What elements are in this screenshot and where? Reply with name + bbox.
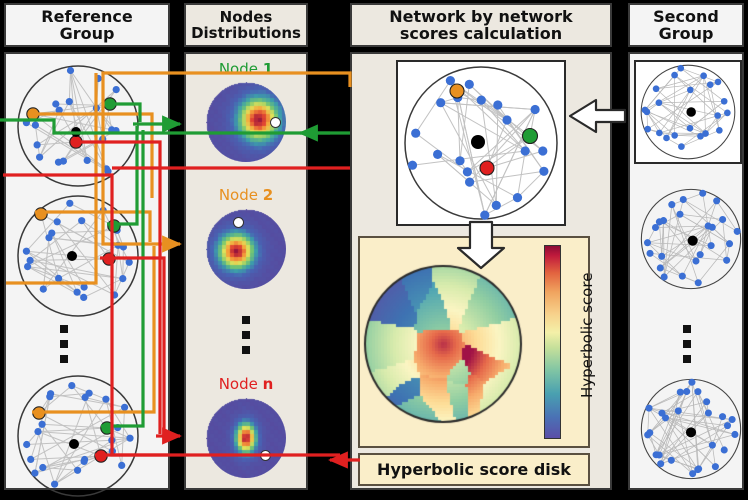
- node-1-label-prefix: Node: [219, 60, 258, 78]
- node-n-label: Node n: [184, 375, 308, 393]
- header-network-scores-line2: scores calculation: [389, 25, 572, 42]
- node-n-distribution: [206, 398, 286, 478]
- header-nodes-distributions-line2: Distributions: [191, 25, 301, 41]
- header-reference-group-line1: Reference: [41, 8, 132, 25]
- header-reference-group-line2: Group: [41, 25, 132, 42]
- node-n-label-index: n: [263, 375, 274, 393]
- second-network-2: [636, 186, 746, 292]
- ellipsis-dot: [60, 325, 68, 333]
- hyperbolic-disk-caption: Hyperbolic score disk: [358, 453, 590, 486]
- node-2-distribution: [206, 209, 286, 289]
- hyperbolic-colorbar-label: Hyperbolic score: [578, 273, 596, 398]
- ellipsis-dot: [683, 325, 691, 333]
- reference-network-2: [8, 192, 148, 320]
- header-nodes-distributions-line1: Nodes: [191, 9, 301, 25]
- ellipsis-dot: [242, 331, 250, 339]
- header-network-scores-line1: Network by network: [389, 8, 572, 25]
- node-1-label: Node 1: [184, 60, 308, 78]
- node-2-label: Node 2: [184, 186, 308, 204]
- ellipsis-dot: [60, 340, 68, 348]
- second-network-n: [636, 376, 746, 482]
- ellipsis-dot: [242, 346, 250, 354]
- second-group-ellipsis: [683, 325, 691, 363]
- node-n-label-prefix: Node: [219, 375, 258, 393]
- hyperbolic-score-disk: [363, 264, 523, 428]
- hyperbolic-colorbar: [544, 245, 561, 439]
- node-1-label-index: 1: [263, 60, 273, 78]
- header-nodes-distributions: Nodes Distributions: [184, 3, 308, 47]
- scored-network: [399, 63, 563, 223]
- header-reference-group: Reference Group: [4, 3, 170, 47]
- ellipsis-dot: [683, 340, 691, 348]
- header-network-scores: Network by network scores calculation: [350, 3, 612, 47]
- reference-network-1: [8, 62, 148, 190]
- second-network-1: [636, 62, 740, 162]
- node-2-marker: [233, 217, 244, 228]
- node-2-label-prefix: Node: [219, 186, 258, 204]
- reference-network-n: [8, 372, 148, 500]
- reference-group-ellipsis: [60, 325, 68, 363]
- ellipsis-dot: [60, 355, 68, 363]
- header-second-group-line2: Group: [653, 25, 719, 42]
- node-2-label-index: 2: [263, 186, 273, 204]
- node-1-marker: [270, 117, 281, 128]
- header-second-group-line1: Second: [653, 8, 719, 25]
- header-second-group: Second Group: [628, 3, 744, 47]
- nodes-distributions-ellipsis: [242, 316, 250, 354]
- ellipsis-dot: [242, 316, 250, 324]
- ellipsis-dot: [683, 355, 691, 363]
- node-n-marker: [260, 450, 271, 461]
